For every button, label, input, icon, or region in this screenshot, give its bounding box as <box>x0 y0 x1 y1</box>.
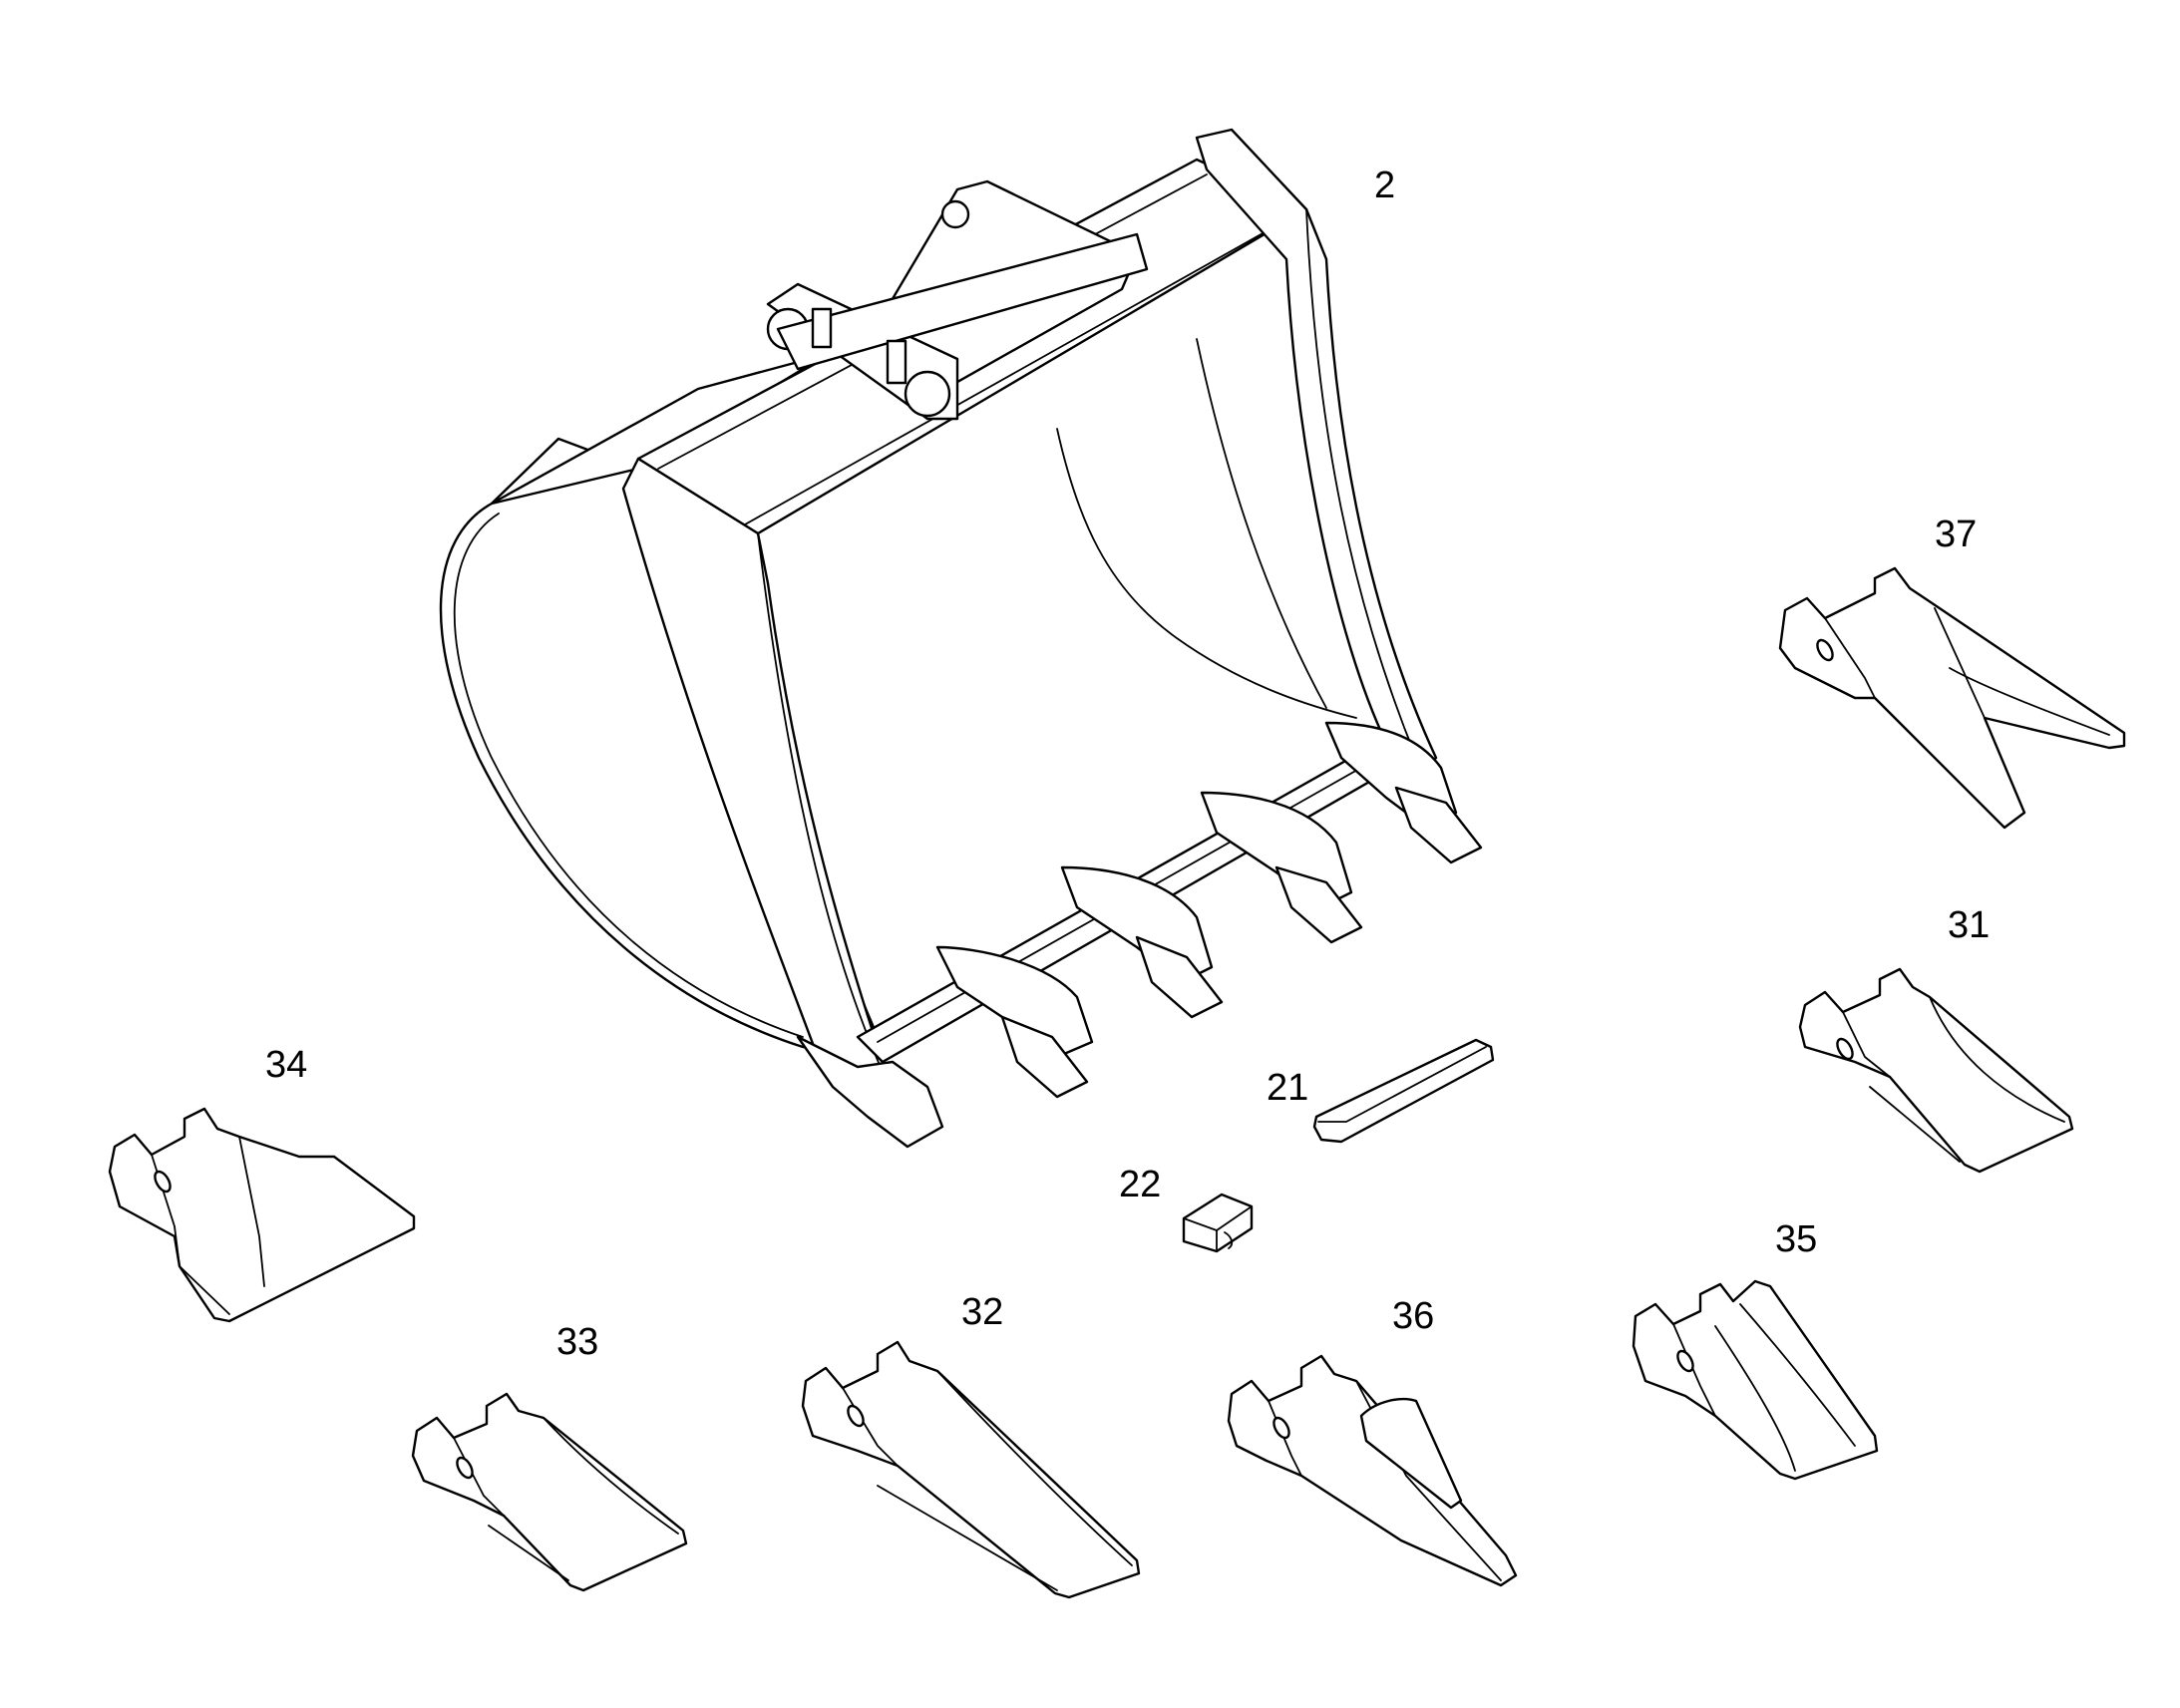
tooth-32[interactable] <box>801 1340 1141 1599</box>
callout-35: 35 <box>1775 1218 1817 1260</box>
pin-21[interactable] <box>1312 1038 1495 1144</box>
callout-22: 22 <box>1119 1164 1161 1205</box>
tooth-33[interactable] <box>411 1392 688 1592</box>
callout-33: 33 <box>556 1321 598 1363</box>
callout-34: 34 <box>265 1044 307 1086</box>
callout-32: 32 <box>961 1291 1003 1333</box>
tooth-31[interactable] <box>1798 967 2074 1174</box>
retainer-22[interactable] <box>1182 1193 1254 1253</box>
tooth-34[interactable] <box>108 1107 416 1323</box>
callout-36: 36 <box>1392 1295 1434 1337</box>
tooth-35[interactable] <box>1632 1279 1879 1481</box>
tooth-36[interactable] <box>1227 1354 1518 1587</box>
callout-37: 37 <box>1935 513 1977 555</box>
callout-31: 31 <box>1948 904 1990 946</box>
callout-21: 21 <box>1267 1067 1308 1109</box>
lip-adapters <box>796 721 1483 1149</box>
tooth-37[interactable] <box>1778 566 2126 830</box>
callout-2: 2 <box>1374 165 1395 206</box>
bucket[interactable] <box>439 128 1483 1149</box>
